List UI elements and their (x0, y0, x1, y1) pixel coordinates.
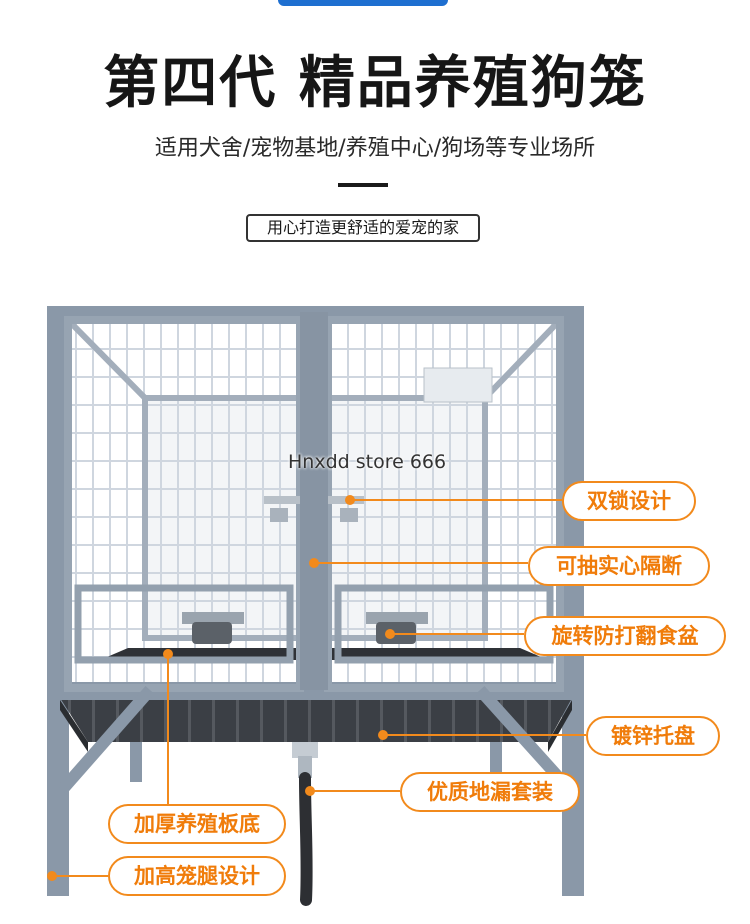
top-accent-bar (278, 0, 448, 6)
callout-galvanized-tray: 镀锌托盘 (586, 716, 720, 756)
callout-raised-legs: 加高笼腿设计 (108, 856, 286, 896)
page-title: 第四代 精品养殖狗笼 (103, 51, 647, 116)
callout-thick-floor-board: 加厚养殖板底 (108, 804, 286, 844)
dog-cage-illustration (47, 306, 586, 906)
page-subtitle: 适用犬舍/宠物基地/养殖中心/狗场等专业场所 (154, 136, 596, 161)
title-divider (338, 183, 388, 187)
tagline-badge: 用心打造更舒适的爱宠的家 (246, 214, 480, 242)
callout-floor-drain: 优质地漏套装 (400, 772, 580, 812)
callout-removable-divider: 可抽实心隔断 (528, 546, 710, 586)
callout-anti-tip-bowl: 旋转防打翻食盆 (524, 616, 726, 656)
callout-double-lock: 双锁设计 (562, 481, 696, 521)
store-watermark: Hnxdd store 666 (288, 451, 447, 473)
